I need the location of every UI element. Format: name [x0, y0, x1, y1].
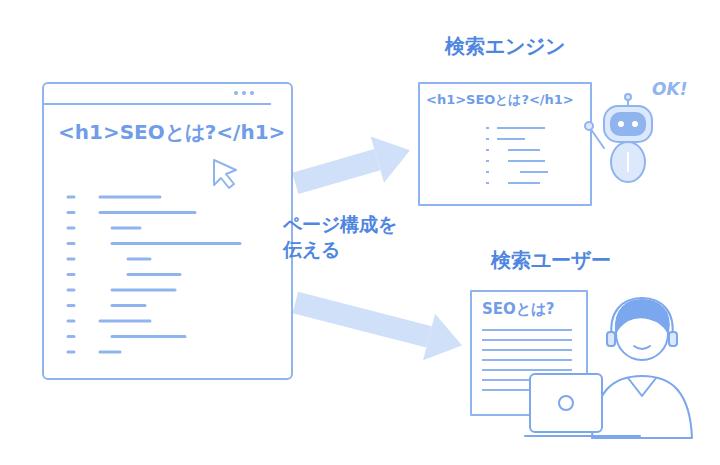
flow-arrow [295, 137, 410, 184]
code-text: <h1>SEOとは?</h1> [58, 120, 285, 144]
user-figure [525, 298, 692, 438]
window-dot [242, 91, 246, 95]
user-page: 検索ユーザーSEOとは? [470, 290, 588, 416]
heading: 検索ユーザー [491, 248, 611, 272]
browser-window: <h1>SEOとは?</h1> [42, 82, 293, 380]
mouse-cursor [214, 160, 236, 188]
page-title: SEOとは? [482, 300, 555, 318]
arrow-head [371, 137, 410, 183]
arrow-shaft [295, 303, 429, 337]
robot [585, 94, 652, 182]
code-text: <h1>SEOとは?</h1> [426, 92, 574, 108]
flow-arrow [295, 303, 462, 361]
title-bar [43, 103, 271, 105]
crawler-page: 検索エンジン<h1>SEOとは?</h1> [418, 82, 592, 206]
arrow-shaft [295, 160, 377, 184]
exclamation: OK! [652, 78, 687, 100]
window-dot [234, 91, 238, 95]
code-lines [68, 197, 240, 352]
heading: 検索エンジン [445, 34, 565, 58]
arrow-head [423, 314, 462, 360]
window-dot [250, 91, 254, 95]
edge-caption: ページ構成を 伝える [283, 212, 408, 261]
